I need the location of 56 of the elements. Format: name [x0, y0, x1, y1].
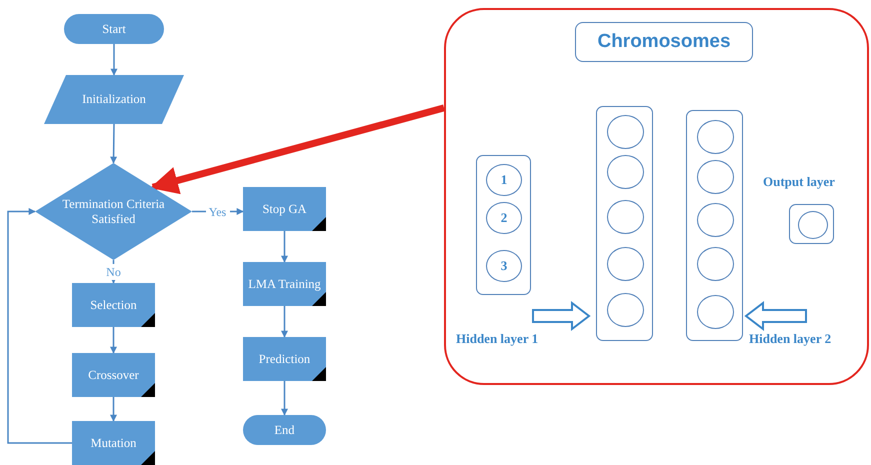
layer-box	[789, 204, 834, 244]
neuron-number: 2	[500, 210, 508, 226]
layer-label: Hidden layer 2	[749, 331, 832, 347]
panel-title: Chromosomes	[597, 31, 731, 53]
node-label: Selection	[90, 298, 137, 312]
arrow	[110, 44, 118, 76]
node-label: LMA Training	[248, 276, 321, 292]
neuron-circle	[697, 120, 734, 154]
neuron-number: 3	[500, 258, 508, 274]
arrow	[281, 306, 288, 338]
node-label: Crossover	[88, 368, 139, 382]
process-box	[243, 187, 326, 231]
neuron-circle	[607, 200, 644, 234]
neuron-circle	[607, 247, 644, 281]
layer-box	[476, 155, 531, 295]
node-label: Prediction	[258, 352, 310, 366]
terminal-shape	[64, 14, 164, 44]
neuron-number: 1	[500, 172, 508, 188]
node-label: Mutation	[90, 436, 136, 450]
layer-box	[596, 106, 653, 341]
arrow	[110, 327, 117, 354]
node-label: Termination Criteria Satisfied	[61, 197, 166, 226]
process-box	[72, 421, 155, 465]
neuron-circle	[607, 155, 644, 189]
neuron-circle	[607, 115, 644, 149]
neuron-circle	[697, 203, 734, 237]
node-label: Start	[102, 22, 126, 36]
thick-arrow	[150, 104, 445, 194]
highlight-panel	[444, 8, 869, 385]
neuron-circle	[697, 160, 734, 194]
process-box	[243, 337, 326, 381]
neuron-circle	[697, 247, 734, 281]
neuron-circle	[798, 211, 828, 239]
arrow	[110, 124, 118, 164]
arrow	[110, 397, 117, 422]
neuron-circle	[486, 250, 522, 282]
layer-label: Output layer	[763, 174, 835, 190]
node-label: Initialization	[82, 92, 146, 107]
arrow	[281, 381, 288, 416]
node-label: End	[274, 422, 295, 438]
arrow	[7, 208, 72, 444]
process-box	[243, 262, 326, 306]
arrow	[281, 231, 288, 263]
terminal-shape	[243, 415, 326, 445]
process-box	[575, 22, 753, 62]
neuron-circle	[697, 295, 734, 329]
layer-label: Hidden layer 1	[456, 331, 538, 347]
decision-diamond	[35, 163, 192, 260]
neuron-circle	[607, 293, 644, 327]
neuron-circle	[486, 164, 522, 196]
input-parallelogram	[44, 75, 184, 124]
process-box	[72, 353, 155, 397]
process-box	[72, 283, 155, 327]
layer-box	[686, 110, 743, 341]
node-label: Stop GA	[262, 202, 307, 216]
neuron-circle	[486, 202, 522, 234]
